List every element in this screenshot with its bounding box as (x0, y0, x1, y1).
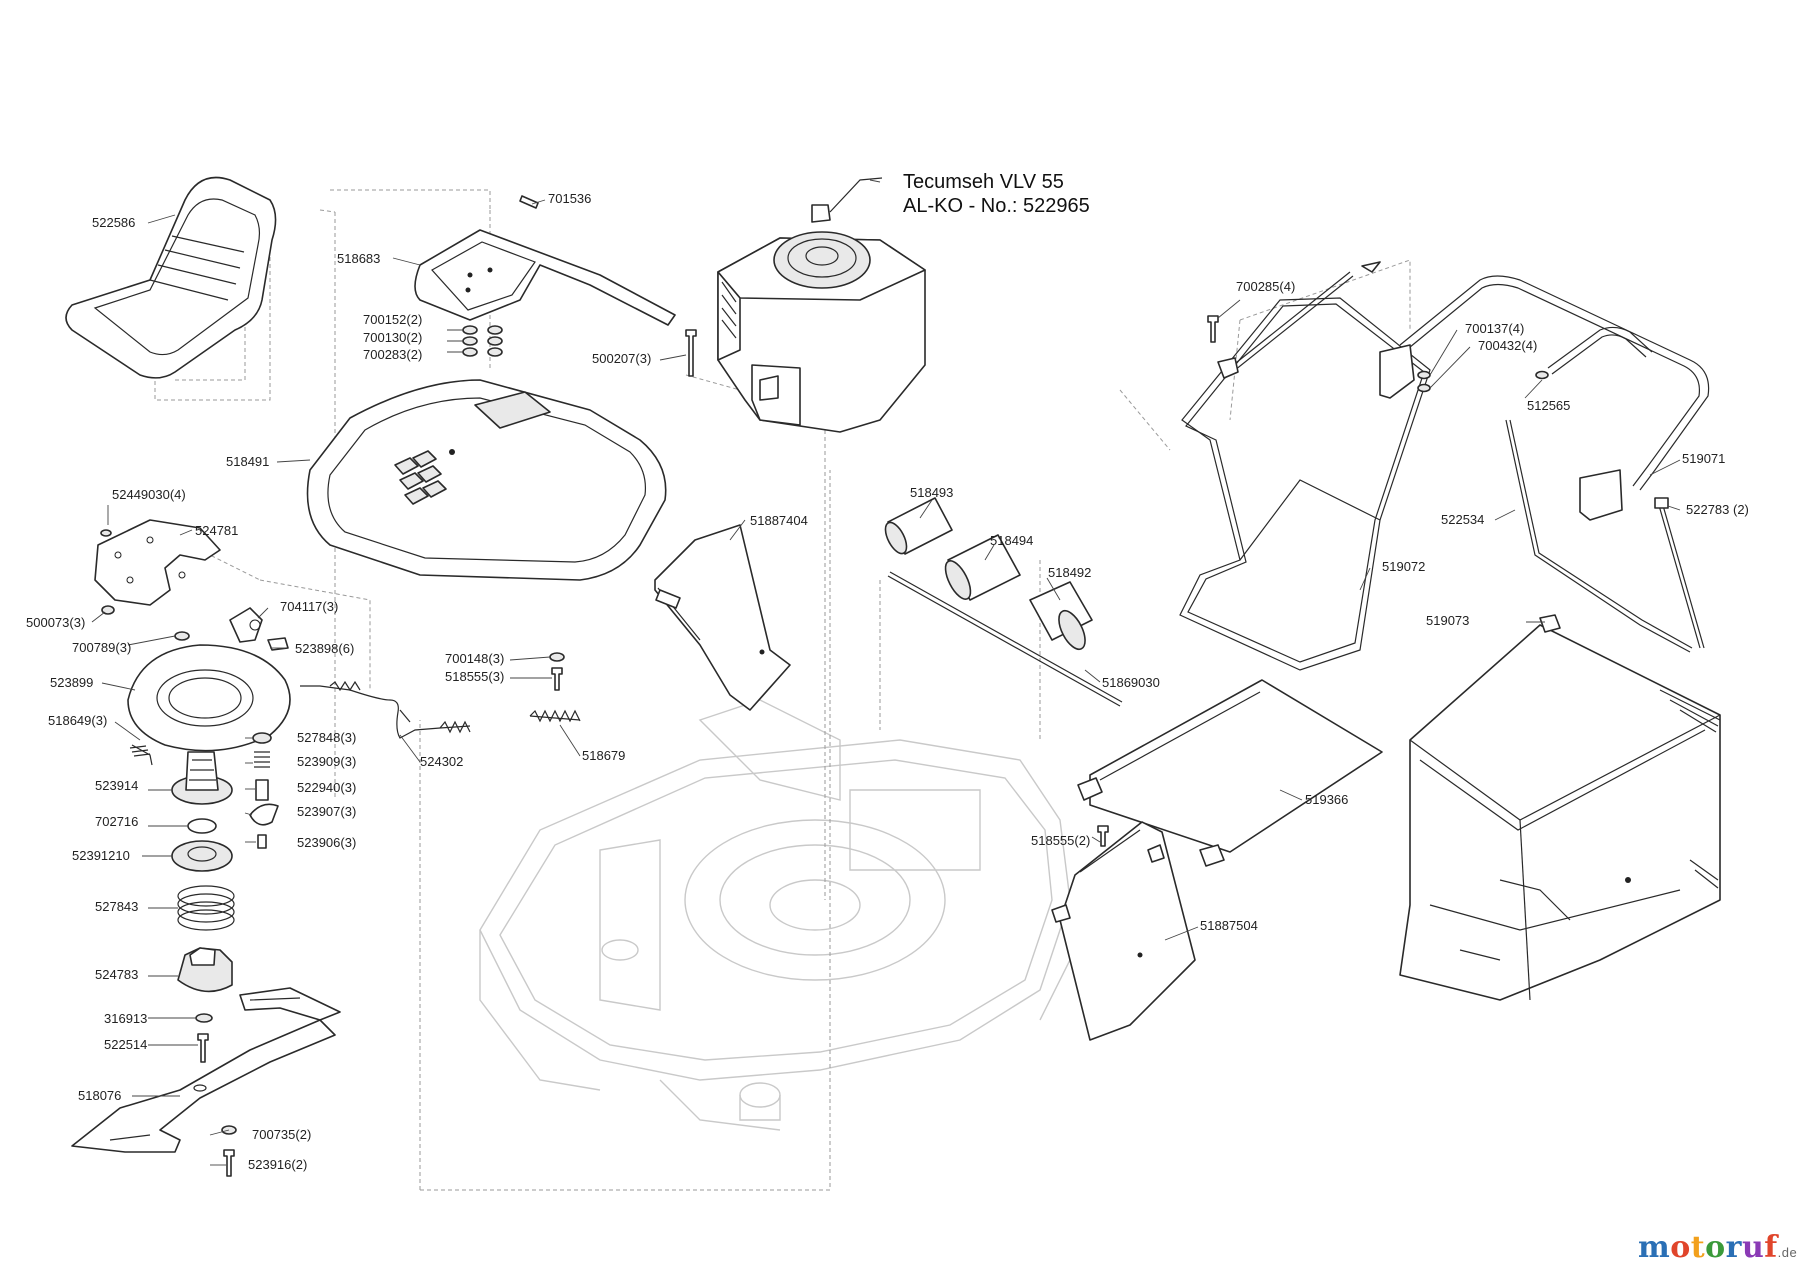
part-label: 51869030 (1102, 675, 1160, 690)
part-label: 700148(3) (445, 651, 505, 666)
part-label: 702716 (95, 814, 139, 829)
deflector-51887404 (654, 524, 791, 711)
part-label: 704117(3) (280, 599, 339, 614)
part-label: 500073(3) (26, 615, 86, 630)
blade-bolts (221, 1125, 237, 1177)
part-label: 527843 (95, 899, 139, 914)
grass-bag-519073 (1399, 614, 1721, 1001)
part-label: 524781 (195, 523, 239, 538)
brake-cable-524302 (300, 680, 581, 739)
part-label: 700735(2) (252, 1127, 312, 1142)
part-label: 519071 (1682, 451, 1726, 466)
part-label: 700789(3) (72, 640, 132, 655)
seat-part (65, 176, 277, 379)
part-label: 519072 (1382, 559, 1426, 574)
part-label: 500207(3) (592, 351, 652, 366)
part-label: 51887504 (1200, 918, 1258, 933)
part-label: 518683 (337, 251, 381, 266)
part-label: 523907(3) (297, 804, 357, 819)
part-label: 519073 (1426, 613, 1470, 628)
washer-bolt-700148 (549, 652, 565, 691)
part-label: 524302 (420, 754, 464, 769)
roller-parts (884, 497, 1123, 707)
part-label: 700283(2) (363, 347, 423, 362)
part-label: 518493 (910, 485, 954, 500)
bolt-700285 (1207, 315, 1219, 343)
bag-frame-519072 (1179, 261, 1431, 671)
part-label: 522586 (92, 215, 136, 230)
part-label: 522534 (1441, 512, 1485, 527)
seat-bracket-part (414, 195, 676, 326)
watermark-logo: motoruf.de (1638, 1230, 1798, 1265)
part-label: 518555(2) (1031, 833, 1091, 848)
part-label: 523899 (50, 675, 94, 690)
part-label: 316913 (104, 1011, 148, 1026)
part-label: 518076 (78, 1088, 122, 1103)
bolt-500207 (685, 329, 697, 377)
part-label: 512565 (1527, 398, 1571, 413)
part-label: 700137(4) (1465, 321, 1525, 336)
lever-704117 (174, 607, 289, 651)
part-label: 518649(3) (48, 713, 108, 728)
part-label: 52449030(4) (112, 487, 186, 502)
part-label: 523914 (95, 778, 139, 793)
part-label: 522514 (104, 1037, 148, 1052)
clutch-plate-524781 (94, 519, 221, 615)
part-label: 518494 (990, 533, 1034, 548)
deflector-51887504 (1051, 821, 1196, 1041)
clutch-stack-parts (171, 732, 279, 1063)
part-label: 51887404 (750, 513, 808, 528)
part-label: 523898(6) (295, 641, 355, 656)
washer-stack (462, 325, 503, 357)
handle-519071 (1379, 275, 1710, 521)
engine-model-label: Tecumseh VLV 55 (903, 171, 1064, 193)
part-label: 700130(2) (363, 330, 423, 345)
part-label: 518491 (226, 454, 270, 469)
part-label: 52391210 (72, 848, 130, 863)
part-label: 524783 (95, 967, 139, 982)
part-label: 700432(4) (1478, 338, 1538, 353)
part-label: 518555(3) (445, 669, 505, 684)
bonnet-cover-part (306, 379, 667, 581)
part-label: 523916(2) (248, 1157, 308, 1172)
blade-518076 (71, 987, 341, 1153)
engine-number-label: AL-KO - No.: 522965 (903, 195, 1090, 217)
part-label: 518492 (1048, 565, 1092, 580)
part-label: 522783 (2) (1686, 502, 1749, 517)
part-label: 700152(2) (363, 312, 423, 327)
part-label: 519366 (1305, 792, 1349, 807)
label-leader-lines (91, 179, 1681, 1166)
part-label: 701536 (548, 191, 592, 206)
brake-ring-523899 (127, 644, 291, 766)
part-label: 700285(4) (1236, 279, 1296, 294)
part-label: 523909(3) (297, 754, 357, 769)
ghost-mower-deck (479, 699, 1071, 1131)
part-label: 523906(3) (297, 835, 357, 850)
engine-part (717, 177, 926, 433)
rods-522534-522783 (1505, 419, 1705, 653)
grass-chute-519366 (1077, 679, 1383, 867)
part-label: 527848(3) (297, 730, 357, 745)
part-label: 522940(3) (297, 780, 357, 795)
part-label: 518679 (582, 748, 626, 763)
